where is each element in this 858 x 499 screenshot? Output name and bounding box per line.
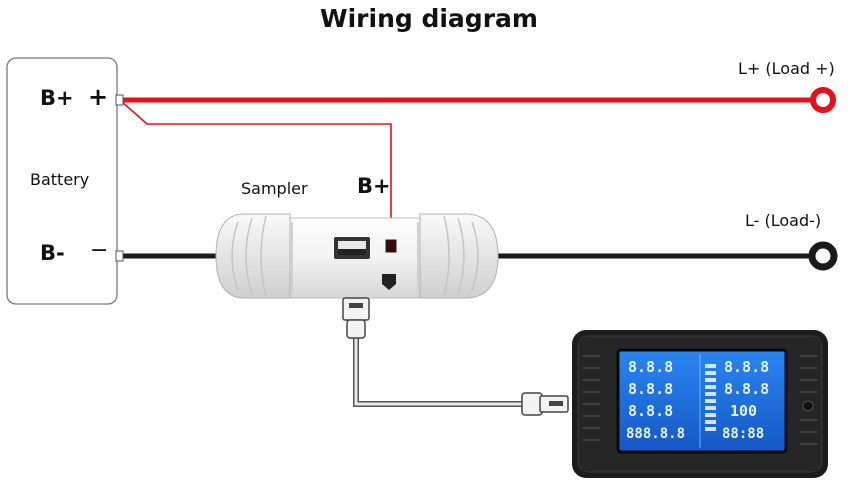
battery-neg-sign: − (90, 238, 109, 263)
page-title: Wiring diagram (320, 4, 538, 33)
lcd-digits-mid-right: 8.8.8 (724, 380, 769, 398)
power-meter: 8.8.8 8.8.8 8.8.8 888.8.8 8.8.8 8.8.8 10… (572, 330, 828, 478)
lcd-level-bars (705, 364, 716, 431)
meter-button[interactable] (802, 400, 814, 412)
sampler-label: Sampler (241, 179, 308, 198)
battery-neg-terminal-label: B- (40, 241, 65, 265)
data-plug-right (521, 392, 569, 416)
sampler-bplus-wire (120, 100, 392, 244)
lcd-digits-mid-left: 8.8.8 (628, 380, 673, 398)
load-positive-ring (810, 87, 836, 113)
battery-negative-terminal (115, 250, 124, 262)
data-plug-top (342, 297, 370, 339)
lcd-digits-bottom-left: 8.8.8 (628, 402, 673, 420)
battery-pos-sign: + (88, 83, 109, 111)
data-cable (353, 333, 527, 407)
meter-lcd (616, 348, 788, 454)
battery-pos-terminal-label: B+ (40, 86, 74, 110)
lcd-digits-top-left: 8.8.8 (628, 358, 673, 376)
battery-box (6, 57, 118, 305)
battery-positive-terminal (115, 94, 124, 106)
lcd-digits-foot-right: 88:88 (722, 426, 764, 442)
sampler-bplus-terminal (385, 239, 397, 253)
usb-port-icon (334, 237, 370, 259)
battery-label: Battery (30, 170, 90, 189)
load-positive-label: L+ (Load +) (738, 59, 835, 78)
lcd-digits-foot-left: 888.8.8 (626, 426, 685, 442)
load-negative-ring (808, 241, 838, 271)
lcd-digits-bottom-right: 100 (730, 402, 757, 420)
sampler-bplus-label: B+ (357, 174, 391, 198)
load-negative-label: L- (Load-) (745, 211, 822, 230)
lcd-digits-top-right: 8.8.8 (724, 358, 769, 376)
sampler-connector-icon (382, 274, 396, 290)
